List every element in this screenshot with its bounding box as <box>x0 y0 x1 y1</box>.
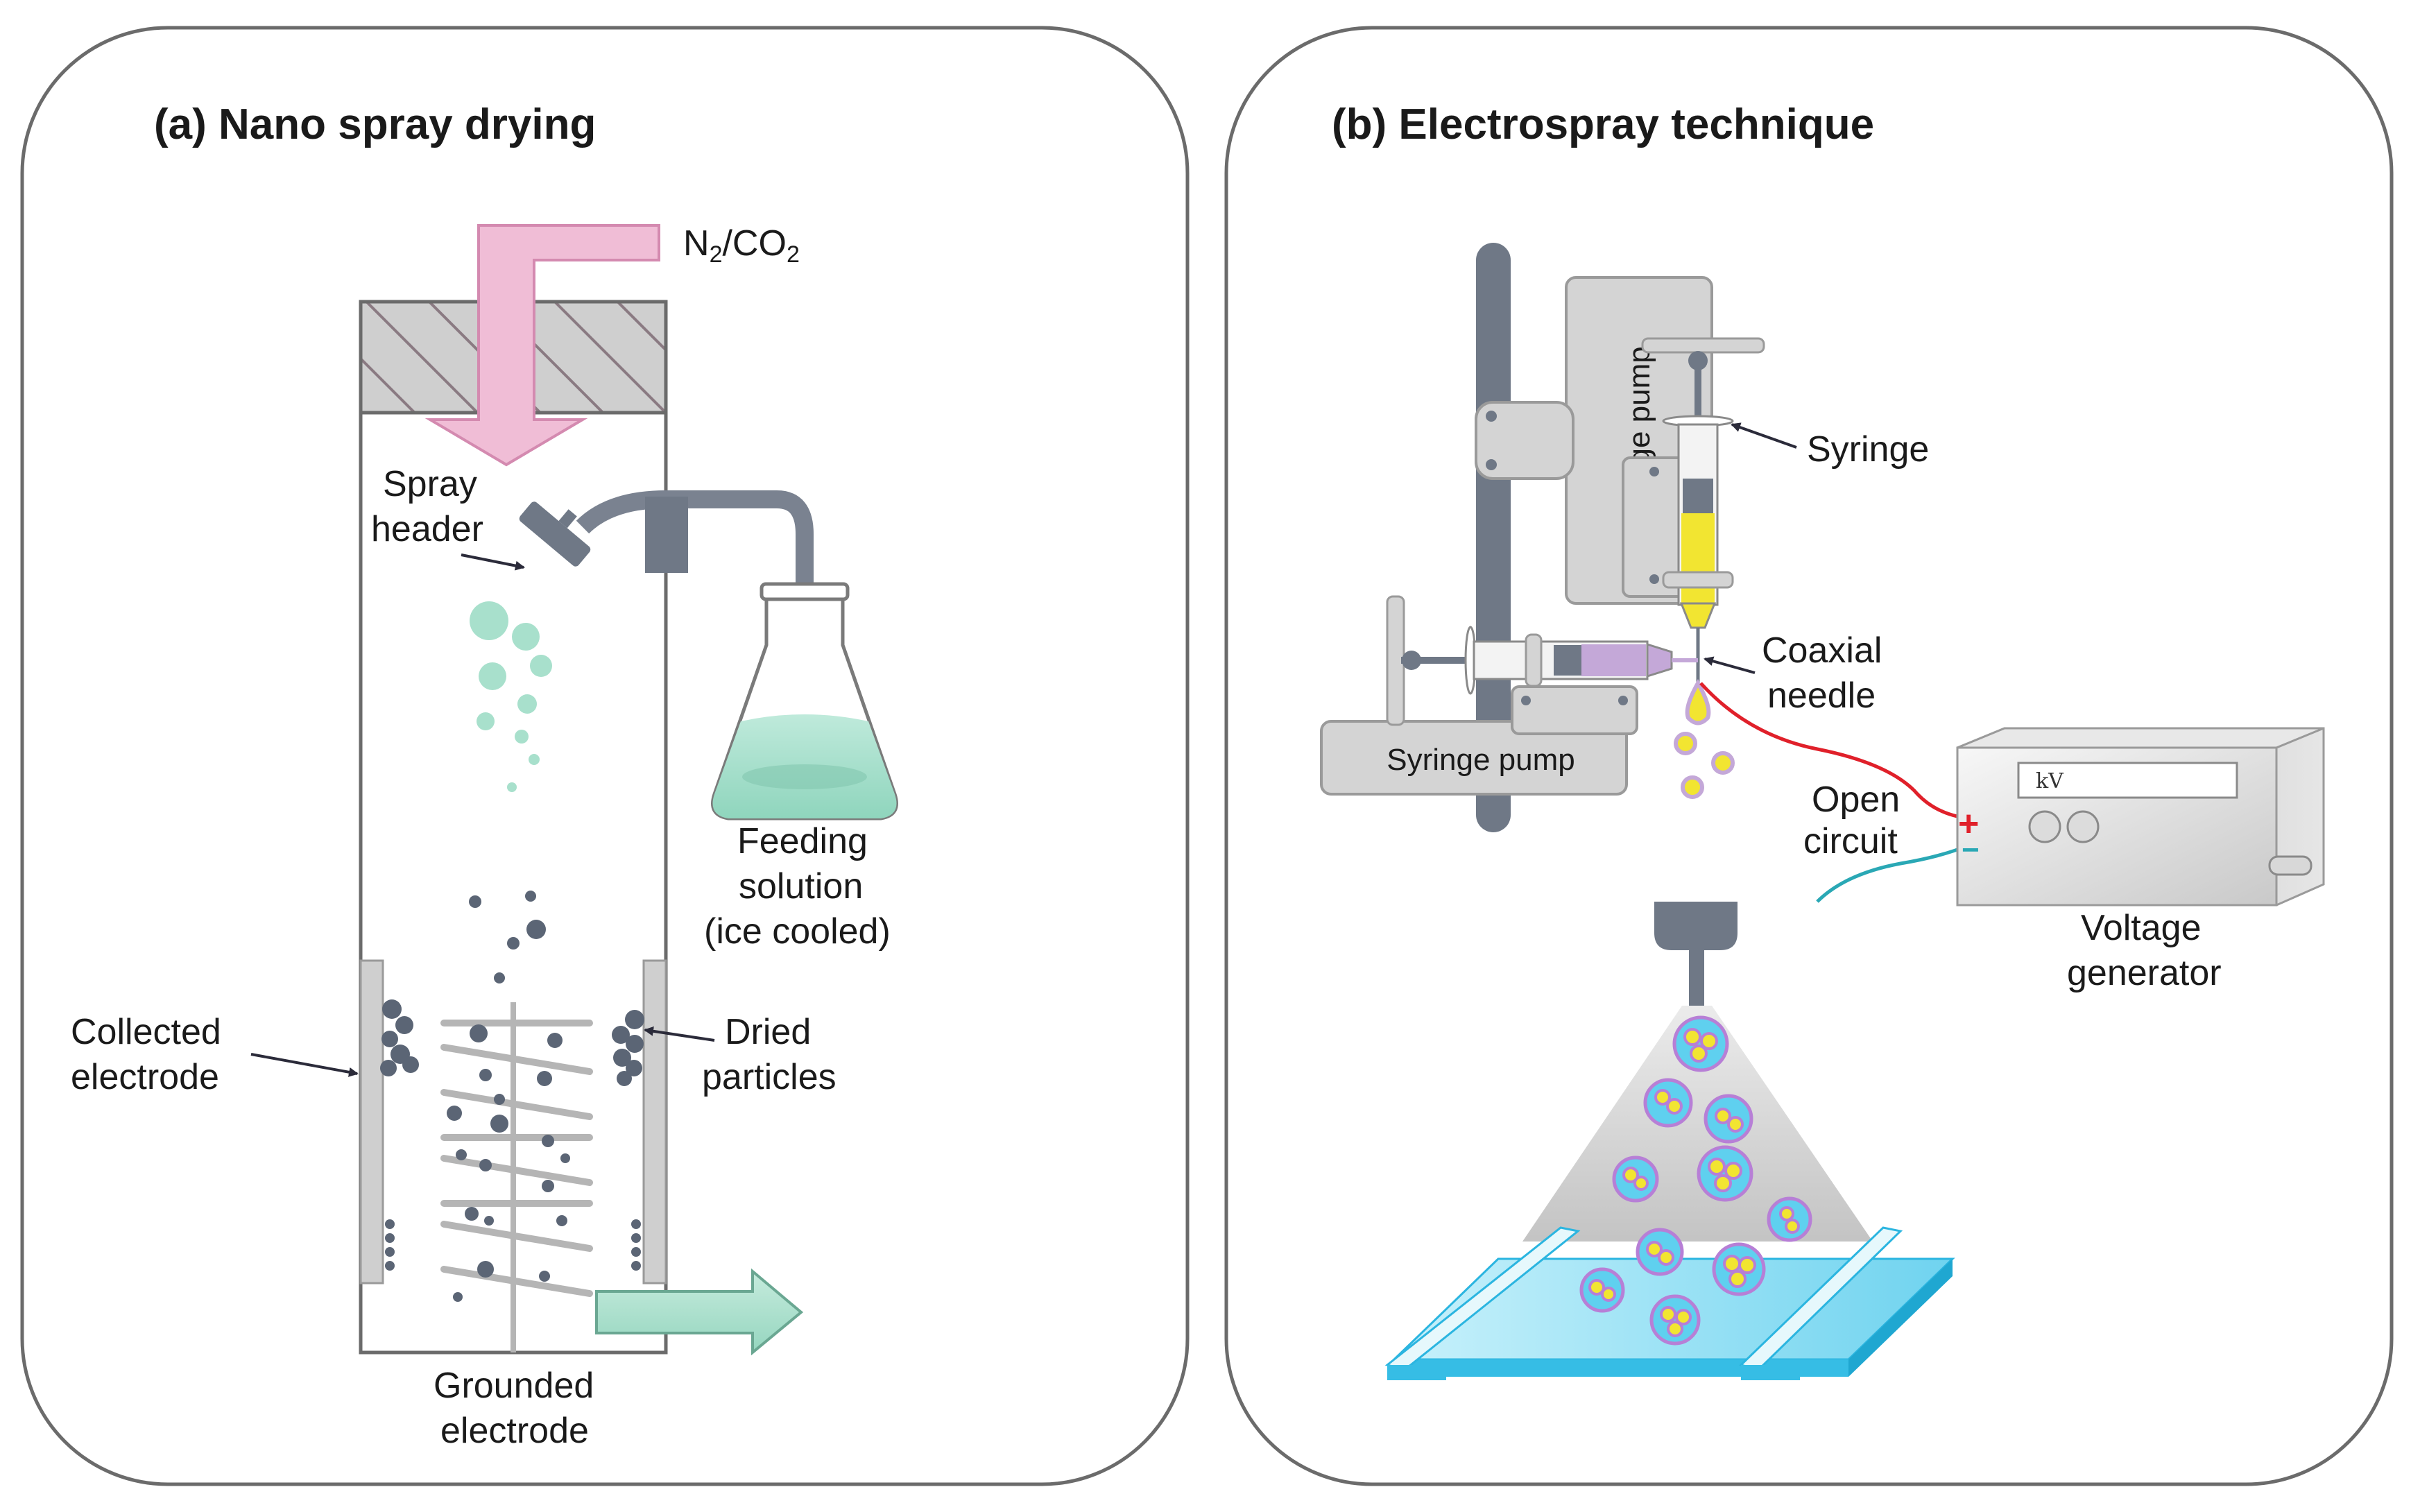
vertical-plunger-cap <box>1688 351 1708 370</box>
voltage-generator-label-line1: Voltage <box>2081 908 2202 948</box>
open-circuit-label-line1: Open <box>1812 780 1900 820</box>
spray-nozzle-head <box>1654 902 1738 950</box>
horizontal-pump-screw-2 <box>1618 696 1628 705</box>
horizontal-syringe-clip <box>1525 633 1543 687</box>
horizontal-syringe-pump-label: Syringe pump <box>1387 743 1575 777</box>
spray-header-pointer <box>461 553 525 571</box>
spray-nozzle-stem <box>1689 950 1704 1006</box>
feeding-flask <box>711 582 898 821</box>
minus-terminal: − <box>1962 833 1980 867</box>
tube-coupling <box>645 497 688 573</box>
horizontal-plunger-cap <box>1402 651 1421 670</box>
coaxial-needle-label-line1: Coaxial <box>1762 630 1882 671</box>
generator-switch <box>2268 855 2313 876</box>
open-circuit-label-line2: circuit <box>1803 821 1898 861</box>
vertical-syringe-clip <box>1662 571 1734 589</box>
voltage-generator <box>1956 727 2325 907</box>
panel-b-title: (b) Electrospray technique <box>1332 101 1874 148</box>
panel-b-frame <box>1224 26 2394 1486</box>
gas-inlet-arrow <box>424 224 660 467</box>
panel-a-title: (a) Nano spray drying <box>154 101 596 148</box>
wet-droplets <box>470 601 552 792</box>
spray-header-label-line1: Spray <box>383 464 477 504</box>
horizontal-syringe-tip <box>1646 642 1673 678</box>
collected-electrode-label-line1: Collected <box>71 1012 221 1052</box>
pump-slider-screw <box>1649 467 1659 476</box>
feeding-solution-label-line2: solution <box>739 866 863 907</box>
pump-clamp-knob-2 <box>1486 459 1497 470</box>
negative-wire <box>1816 843 1971 903</box>
coaxial-needle-label-line2: needle <box>1767 676 1876 716</box>
collected-electrode-left <box>359 959 384 1285</box>
generator-knob-1 <box>2028 810 2061 843</box>
gas-label: N2/CO2 <box>683 223 800 268</box>
dried-particles-pointer <box>644 1026 715 1042</box>
voltage-generator-label-line2: generator <box>2067 953 2222 993</box>
feeding-solution-label-line1: Feeding <box>737 821 868 861</box>
pump-top-arm <box>1641 337 1765 354</box>
collected-electrode-right <box>642 959 667 1285</box>
positive-wire <box>1699 682 1971 821</box>
feeding-solution-label-line3: (ice cooled) <box>704 911 891 952</box>
spray-cone <box>1522 1006 1873 1242</box>
collected-electrode-pointer <box>250 1053 359 1077</box>
horizontal-syringe-plunger <box>1554 645 1581 676</box>
dried-particles-label-line2: particles <box>702 1057 836 1097</box>
dried-particles-label-line1: Dried <box>725 1012 811 1052</box>
pump-slider-screw-2 <box>1649 574 1659 584</box>
vertical-syringe-tip <box>1679 602 1717 629</box>
plus-terminal: + <box>1958 804 1979 844</box>
coaxial-needle-pointer <box>1704 656 1756 674</box>
coaxial-droplets <box>1674 678 1735 799</box>
pump-clamp <box>1475 401 1575 480</box>
collection-plate <box>1384 1226 1955 1380</box>
pump-clamp-knob <box>1486 411 1497 422</box>
grounded-electrode-label-line2: electrode <box>440 1411 589 1451</box>
horizontal-syringe-pump <box>1320 720 1628 796</box>
vertical-syringe-liquid <box>1681 513 1715 603</box>
grounded-electrode-label-line1: Grounded <box>434 1366 594 1406</box>
horizontal-pump-screw <box>1521 696 1531 705</box>
horizontal-syringe-liquid <box>1581 644 1646 676</box>
dried-particles <box>380 891 644 1302</box>
syringe-label: Syringe <box>1807 429 1929 470</box>
generator-display-unit: kV <box>2036 769 2064 793</box>
generator-display <box>2017 762 2238 799</box>
outlet-arrow <box>595 1268 804 1356</box>
syringe-pointer <box>1731 422 1797 449</box>
horizontal-pump-slider <box>1511 685 1638 735</box>
spray-nozzle <box>519 501 591 567</box>
grounded-electrode-blades <box>440 1020 593 1297</box>
vertical-syringe-plunger <box>1683 479 1713 513</box>
encapsulated-particles <box>1579 1015 1812 1346</box>
generator-knob-2 <box>2066 810 2100 843</box>
collected-electrode-label-line2: electrode <box>71 1057 219 1097</box>
spray-header-label-line2: header <box>371 509 483 549</box>
stand-pole <box>1476 243 1511 832</box>
